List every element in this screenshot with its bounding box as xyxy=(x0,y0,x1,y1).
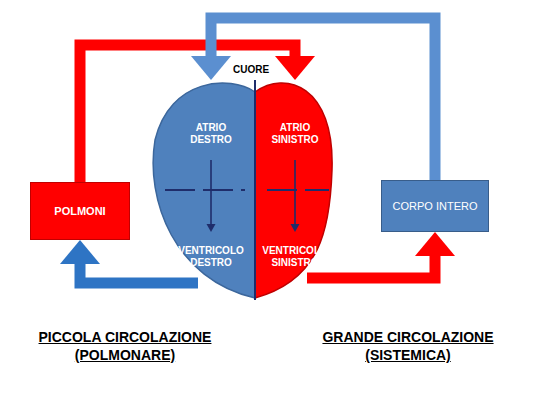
heart-chamber: ATRIO DESTRO xyxy=(170,80,252,160)
heart-shape: CUOREATRIO DESTROATRIO SINISTROVENTRICOL… xyxy=(148,80,334,300)
arrow-head xyxy=(60,240,100,264)
blood-flow-arrow xyxy=(307,232,455,278)
arrow-shaft xyxy=(80,263,198,283)
node-text: CORPO INTERO xyxy=(393,200,478,213)
valve-line xyxy=(165,189,245,191)
heart-right-half xyxy=(255,83,332,298)
valve-line xyxy=(267,189,329,191)
node-text: ATRIO SINISTRO xyxy=(265,122,325,146)
heart-left-half xyxy=(153,83,255,298)
section-caption: PICCOLA CIRCOLAZIONE (POLMONARE) xyxy=(20,328,230,364)
heart-chamber: VENTRICOLO DESTRO xyxy=(173,232,249,283)
organ-box: POLMONI xyxy=(30,182,130,240)
organ-box: CORPO INTERO xyxy=(381,180,489,232)
arrow-shaft xyxy=(307,255,435,278)
node-text: CUORE xyxy=(158,64,344,76)
node-text: VENTRICOLO SINISTRO xyxy=(259,245,331,269)
heart-divider xyxy=(254,80,256,300)
heart-chamber: ATRIO SINISTRO xyxy=(258,80,332,160)
node-text: ATRIO DESTRO xyxy=(181,122,241,146)
node-text: VENTRICOLO DESTRO xyxy=(175,245,247,269)
blood-flow-arrow xyxy=(60,240,198,283)
node-text: POLMONI xyxy=(54,205,105,218)
arrow-head xyxy=(191,56,231,80)
section-caption: GRANDE CIRCOLAZIONE (SISTEMICA) xyxy=(303,328,513,364)
arrow-head xyxy=(415,232,455,256)
heart-chamber: VENTRICOLO SINISTRO xyxy=(258,232,332,278)
arrow-head xyxy=(275,56,315,80)
